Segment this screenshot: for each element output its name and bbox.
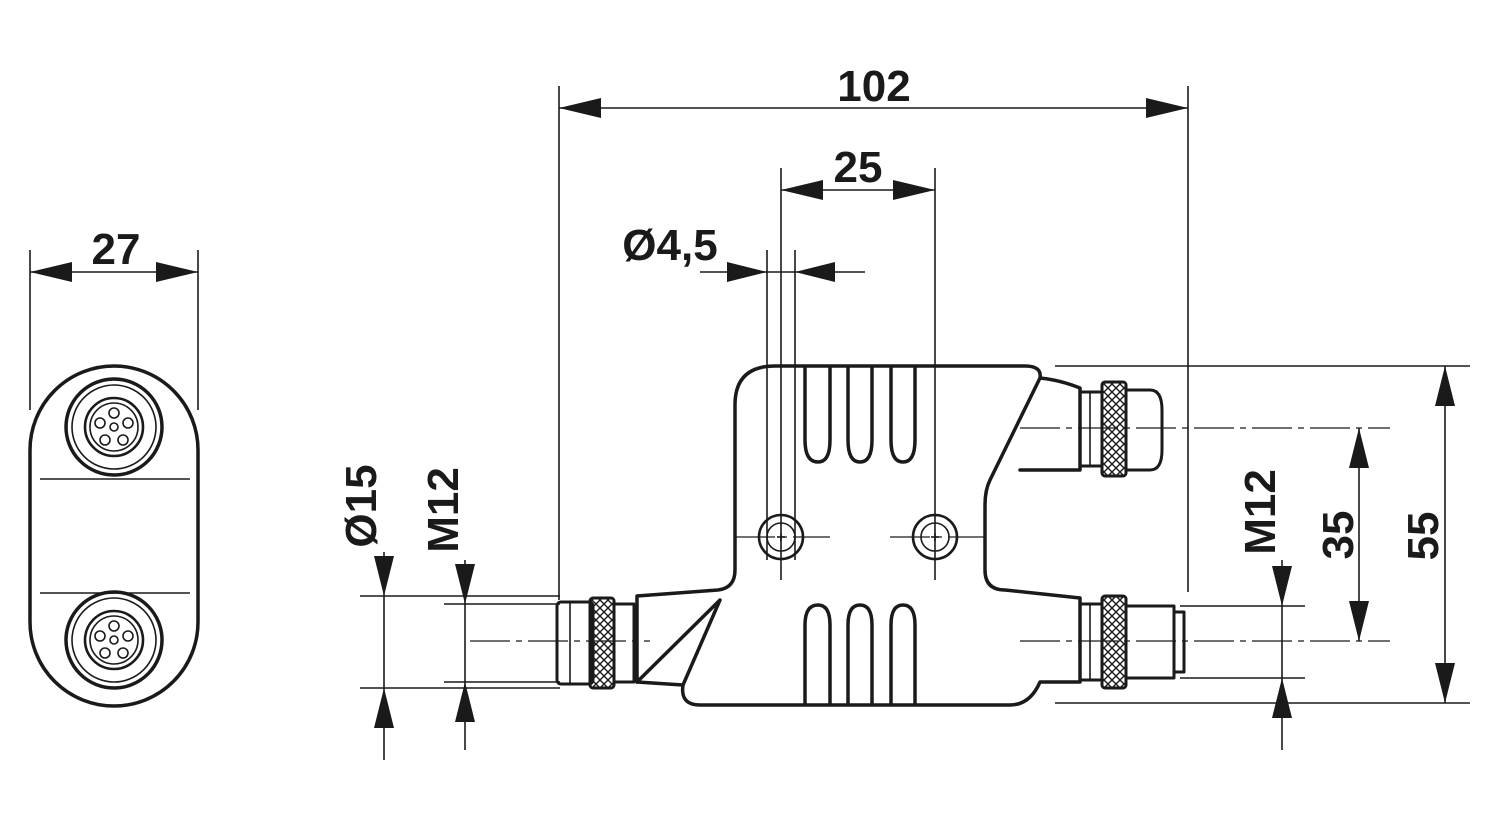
connector-left-m12	[555, 596, 636, 690]
dimension-27: 27	[29, 225, 199, 410]
label-hole-diameter: Ø4,5	[622, 221, 717, 270]
front-view	[470, 364, 1390, 707]
label-width-27: 27	[92, 225, 141, 274]
end-view-connector-top	[64, 377, 164, 477]
dimension-102: 102	[558, 62, 1189, 600]
dimension-thread-right: M12	[1180, 469, 1305, 750]
dimension-cable-diameter: Ø15	[337, 464, 560, 760]
label-thread-right: M12	[1236, 469, 1285, 555]
dimension-25: 25	[780, 143, 936, 580]
connector-bottom-right	[1078, 594, 1186, 690]
label-thread-left: M12	[419, 467, 468, 553]
dimension-35: 35	[1314, 428, 1369, 641]
label-overall-length: 102	[837, 62, 910, 111]
end-view-connector-bottom	[64, 590, 164, 690]
end-view-body	[28, 364, 200, 708]
label-cable-diameter: Ø15	[337, 464, 386, 547]
ribs-top	[803, 366, 917, 464]
end-view: 27	[28, 225, 200, 708]
label-port-spacing: 35	[1314, 511, 1363, 560]
housing-body	[635, 364, 1082, 707]
label-overall-height: 55	[1399, 512, 1448, 561]
dimension-thread-left: M12	[419, 467, 560, 750]
label-hole-spacing: 25	[834, 143, 883, 192]
connector-top-right	[1078, 380, 1164, 478]
dimension-55: 55	[1055, 365, 1470, 704]
ribs-bottom	[803, 603, 917, 705]
dimension-hole-diameter: Ø4,5	[622, 221, 865, 560]
